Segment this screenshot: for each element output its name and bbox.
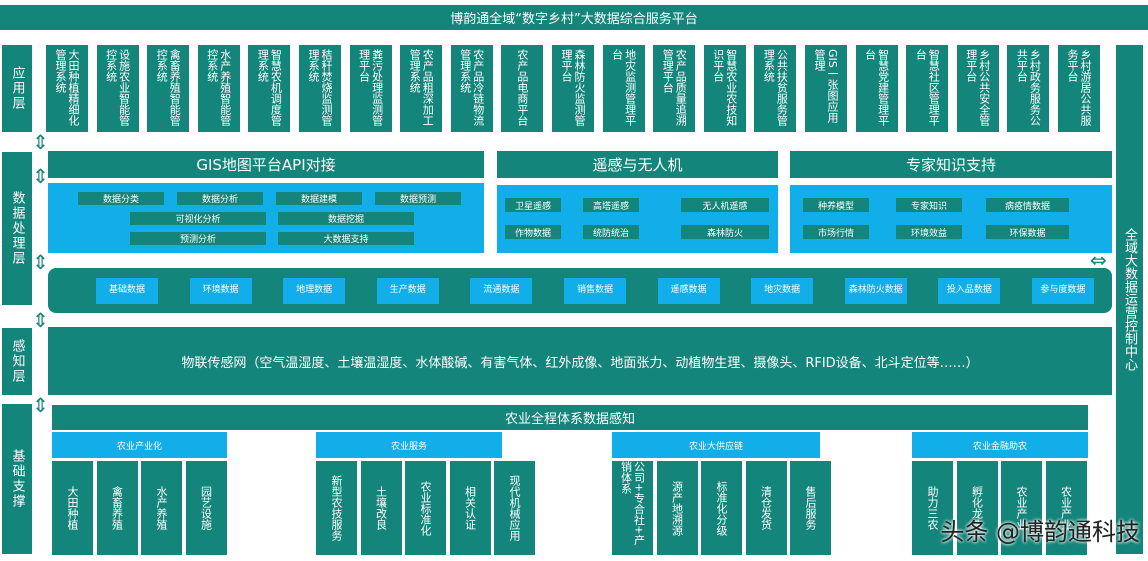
base-group-header: 农业产业化 bbox=[52, 432, 227, 458]
app-box[interactable]: GIS一张图应用管理 bbox=[805, 45, 847, 132]
expert-item: 专家知识 bbox=[896, 198, 962, 212]
base-item: 农业产业 bbox=[1001, 461, 1042, 555]
gis-item: 预测分析 bbox=[130, 232, 266, 245]
platform-title: 博韵通全域“数字乡村”大数据综合服务平台 bbox=[0, 5, 1148, 30]
app-box[interactable]: 智慧党建管理平台 bbox=[855, 45, 898, 132]
expert-item: 市场行情 bbox=[803, 225, 869, 239]
data-item: 生产数据 bbox=[376, 277, 439, 304]
data-item: 投入品数据 bbox=[938, 277, 1001, 304]
expert-item: 环保数据 bbox=[986, 225, 1069, 239]
double-arrow-icon: ⇕ bbox=[32, 164, 49, 188]
app-box[interactable]: 大田种植精细化管理系统 bbox=[46, 45, 88, 132]
expert-item: 环境效益 bbox=[896, 225, 962, 239]
base-group-header: 农业金融助农 bbox=[912, 432, 1088, 458]
remote-item: 高塔遥感 bbox=[583, 198, 639, 212]
layer-base: 基础支撑 bbox=[2, 404, 32, 554]
data-item: 销售数据 bbox=[563, 277, 626, 304]
iot-sensor-network: 物联传感网（空气温湿度、土壤温湿度、水体酸碱、有害气体、红外成像、地面张力、动植… bbox=[48, 327, 1112, 395]
layer-perception: 感知层 bbox=[2, 328, 32, 395]
watermark: 头条 @博韵通科技 bbox=[940, 518, 1140, 546]
double-arrow-icon: ⇕ bbox=[32, 393, 49, 417]
app-box[interactable]: 设施农业智能管控系统 bbox=[96, 45, 139, 132]
base-item: 现代机械应用 bbox=[494, 461, 535, 555]
base-item: 大田种植 bbox=[52, 461, 93, 555]
app-box[interactable]: 地灾监测管理平台 bbox=[602, 45, 645, 132]
app-box[interactable]: 粪污处理监测管理平台 bbox=[349, 45, 392, 132]
data-item: 参与度数据 bbox=[1031, 277, 1094, 304]
app-box[interactable]: 禽畜养殖智能管控系统 bbox=[147, 45, 190, 132]
base-item: 水产养殖 bbox=[141, 461, 182, 555]
double-arrow-icon: ⇕ bbox=[32, 308, 49, 332]
app-box[interactable]: 森林防火监测管理平台 bbox=[552, 45, 594, 132]
app-box[interactable]: 公共扶贫服务管理系统 bbox=[754, 45, 797, 132]
gis-item: 数据挖掘 bbox=[278, 212, 414, 225]
app-box[interactable]: 智慧社区管理平台 bbox=[906, 45, 949, 132]
remote-item: 森林防火 bbox=[681, 225, 769, 239]
data-item: 地灾数据 bbox=[751, 277, 814, 304]
gis-item: 可视化分析 bbox=[130, 212, 266, 225]
base-item: 标准化分级 bbox=[701, 461, 742, 555]
expert-header: 专家知识支持 bbox=[790, 151, 1112, 178]
base-item: 助力三农 bbox=[912, 461, 953, 555]
base-item: 源产地溯源 bbox=[656, 461, 698, 555]
gis-item: 数据分析 bbox=[177, 192, 263, 205]
app-box[interactable]: 农产品粗深加工管理系统 bbox=[400, 45, 443, 132]
base-item: 土壤改良 bbox=[360, 461, 402, 555]
base-item: 公司+专合社+产销体系 bbox=[612, 461, 653, 555]
remote-item: 统防统治 bbox=[583, 225, 639, 239]
app-box[interactable]: 农产品冷链物流管理系统 bbox=[450, 45, 493, 132]
base-item: 禽畜养殖 bbox=[96, 461, 138, 555]
data-item: 流通数据 bbox=[470, 277, 533, 304]
remote-item: 卫星遥感 bbox=[505, 198, 561, 212]
remote-item: 作物数据 bbox=[505, 225, 561, 239]
data-item: 环境数据 bbox=[189, 277, 252, 304]
data-bar: 基础数据 环境数据 地理数据 生产数据 流通数据 销售数据 遥感数据 地灾数据 森林防火数据 投入… bbox=[48, 268, 1112, 313]
app-box[interactable]: 乡村政务服务公共平台 bbox=[1007, 45, 1050, 132]
remote-item: 无人机遥感 bbox=[681, 198, 769, 212]
layer-processing: 数据处理层 bbox=[2, 152, 32, 305]
base-item: 相关认证 bbox=[449, 461, 491, 555]
data-item: 基础数据 bbox=[96, 277, 158, 304]
expert-item: 种养模型 bbox=[803, 198, 869, 212]
double-arrow-icon: ⇕ bbox=[32, 250, 49, 274]
gis-item: 数据分类 bbox=[78, 192, 164, 205]
base-item: 农业标准化 bbox=[405, 461, 446, 555]
layer-application: 应用层 bbox=[2, 45, 32, 132]
app-box[interactable]: 农产品质量追溯管理平台 bbox=[653, 45, 696, 132]
data-item: 森林防火数据 bbox=[844, 277, 907, 304]
base-header: 农业全程体系数据感知 bbox=[52, 405, 1088, 430]
base-item: 新型农技服务 bbox=[316, 461, 357, 555]
expert-panel: 种养模型 专家知识 病疫情数据 市场行情 环境效益 环保数据 bbox=[790, 185, 1112, 253]
app-box[interactable]: 智慧农机调度管理系统 bbox=[248, 45, 291, 132]
double-arrow-icon: ⇔ bbox=[1090, 248, 1107, 272]
app-box[interactable]: 乡村公共安全管理平台 bbox=[956, 45, 999, 132]
control-center: 全域大数据运营控制中心 bbox=[1116, 45, 1143, 554]
base-item: 清仓发货 bbox=[745, 461, 787, 555]
remote-header: 遥感与无人机 bbox=[497, 151, 778, 178]
app-box[interactable]: 智慧农业农技知识平台 bbox=[703, 45, 746, 132]
expert-item: 病疫情数据 bbox=[986, 198, 1069, 212]
gis-header: GIS地图平台API对接 bbox=[48, 151, 484, 178]
gis-panel: 数据分类 数据分析 数据建模 数据预测 可视化分析 数据挖掘 预测分析 大数据支… bbox=[48, 183, 484, 253]
app-box[interactable]: 农产品电商平台 bbox=[501, 45, 544, 132]
base-item: 售后服务 bbox=[790, 461, 831, 555]
base-group-header: 农业大供应链 bbox=[612, 432, 820, 458]
data-item: 地理数据 bbox=[283, 277, 346, 304]
app-box[interactable]: 水产养殖智能管控系统 bbox=[197, 45, 240, 132]
base-item: 孵化龙头 bbox=[956, 461, 998, 555]
gis-item: 数据建模 bbox=[276, 192, 362, 205]
remote-panel: 卫星遥感 高塔遥感 无人机遥感 作物数据 统防统治 森林防火 bbox=[497, 185, 778, 253]
gis-item: 数据预测 bbox=[375, 192, 461, 205]
gis-item: 大数据支持 bbox=[278, 232, 414, 245]
base-item: 园艺设施 bbox=[185, 461, 227, 555]
double-arrow-icon: ⇕ bbox=[32, 130, 49, 154]
app-box[interactable]: 乡村游居公共服务平台 bbox=[1058, 45, 1100, 132]
base-item: 农业产业 bbox=[1045, 461, 1087, 555]
base-group-header: 农业服务 bbox=[316, 432, 502, 458]
data-item: 遥感数据 bbox=[657, 277, 720, 304]
app-box[interactable]: 秸秆焚烧监测管理系统 bbox=[299, 45, 341, 132]
